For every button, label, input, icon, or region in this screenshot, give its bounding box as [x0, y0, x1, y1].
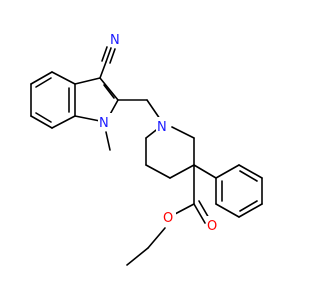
structure-canvas: N N N O O: [30, 30, 263, 266]
bonds: [30, 46, 263, 266]
bond-carbonyl-ester-o: [174, 203, 195, 215]
atom-piperidine-n: N: [157, 120, 167, 135]
label-bg: [98, 113, 112, 131]
label-bg: [156, 117, 170, 135]
bond-nitrile-triple-2: [109, 48, 116, 64]
bond-c4p-phenyl: [193, 164, 217, 179]
bond-c3a-c4: [51, 71, 76, 85]
bond-ph1-ph2: [215, 164, 240, 179]
label-bg: [109, 30, 123, 47]
atom-ester-o: O: [163, 211, 173, 226]
bond-nitrile-triple: [105, 47, 112, 63]
bond-c6-c7: [30, 115, 53, 129]
atom-indole-n: N: [99, 116, 109, 131]
label-bg: [162, 208, 176, 226]
bond-c4-c5-double: [35, 77, 52, 88]
bond-npip-c2p: [171, 126, 195, 139]
atom-carbonyl-o: O: [207, 219, 217, 234]
label-bg: [206, 216, 220, 234]
bond-ester-o-ch2: [147, 227, 166, 249]
atom-labels: N N N O O: [98, 30, 220, 234]
bond-ph2-ph3-double: [239, 170, 258, 182]
bond-ph4-ph5-double: [239, 200, 258, 212]
bond-carbonyl-double: [193, 203, 206, 224]
bond-c7-c7a: [51, 115, 76, 129]
bond-ph5-ph6: [215, 203, 240, 218]
bond-c4p-c5p: [145, 164, 171, 179]
molecule-diagram: N N N O O: [30, 30, 263, 266]
bond-c3p-c4p: [169, 164, 195, 179]
bond-c3-c2-double: [103, 84, 115, 99]
bond-ch2-ch3: [126, 247, 149, 266]
bond-c3-c2: [99, 77, 119, 101]
bond-c4-c5: [30, 71, 53, 85]
bond-nitrile-c3: [99, 61, 107, 79]
bond-ch2-npip: [146, 99, 161, 120]
atom-nitrile-n: N: [110, 33, 120, 48]
bond-ph2-ph3: [238, 164, 263, 179]
bond-ph4-ph5: [238, 203, 263, 218]
bond-n1-c7a: [74, 115, 101, 122]
bond-n1-methyl: [105, 131, 111, 151]
bond-c6-c7-double: [35, 112, 52, 123]
bond-nitrile-triple-3: [101, 46, 108, 62]
bond-c3-c3a: [74, 77, 101, 85]
